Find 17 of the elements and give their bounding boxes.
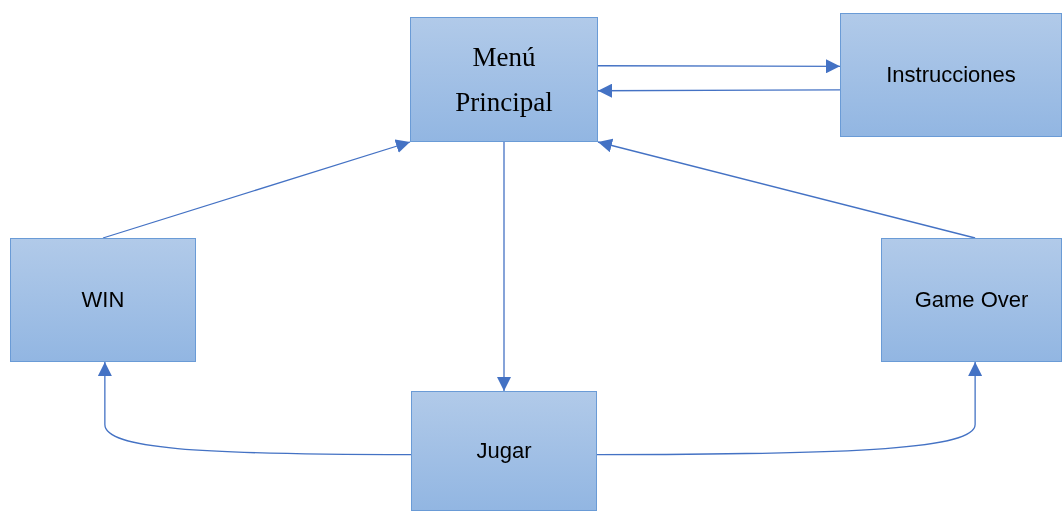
box-label: Game Over — [914, 287, 1029, 313]
process-box — [10, 238, 196, 362]
arrow — [596, 361, 983, 456]
box-label: WIN — [81, 287, 125, 313]
process-box — [410, 17, 598, 142]
arrow — [597, 138, 976, 239]
arrow — [597, 59, 841, 74]
arrow — [597, 83, 841, 98]
arrow — [497, 141, 511, 392]
box-label: Menú Principal — [454, 40, 554, 119]
arrow — [97, 361, 412, 456]
arrow — [102, 139, 411, 239]
process-box — [840, 13, 1062, 137]
box-label: Instrucciones — [886, 62, 1016, 88]
process-box — [411, 391, 597, 511]
box-label: Jugar — [476, 438, 532, 464]
process-box — [881, 238, 1062, 362]
